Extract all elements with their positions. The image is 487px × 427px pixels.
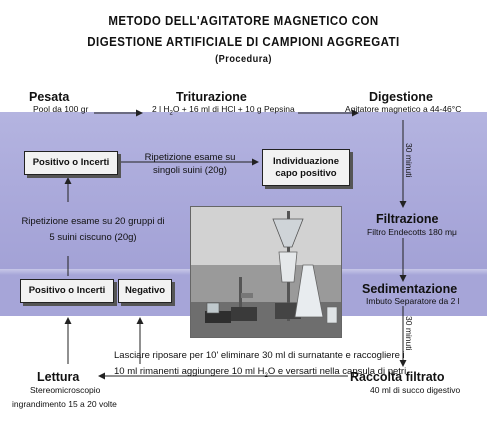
note-riposo-1: Lasciare riposare per 10' eliminare 30 m… [114,350,405,361]
box-positivo-incerti-top: Positivo o Incerti [24,151,118,175]
step-triturazione-label: Triturazione [176,90,247,104]
step-raccolta-detail: 40 ml di succo digestivo [370,385,461,395]
step-lettura-detail-1: Stereomicroscopio [30,385,101,395]
note-ripetizione-gruppi-1: Ripetizione esame su 20 gruppi di [21,216,165,227]
step-digestione-detail: Agitatore magnetico a 44-46°C [345,104,462,114]
step-raccolta-label: Raccolta filtrato [350,370,445,384]
timing-label-2: 30 minuti [404,316,414,351]
step-sedimentazione-detail: Imbuto Separatore da 2 l [366,296,460,306]
step-pesata-detail: Pool da 100 gr [33,104,89,114]
step-sedimentazione-label: Sedimentazione [362,282,458,296]
step-lettura-detail-2: ingrandimento 15 a 20 volte [12,399,117,409]
note-ripetizione-gruppi-2: 5 suini ciscuno (20g) [49,232,137,243]
box-positivo-incerti-bottom: Positivo o Incerti [20,279,114,303]
box-negativo: Negativo [118,279,172,303]
title-line-2: DIGESTIONE ARTIFICIALE DI CAMPIONI AGGRE… [87,35,400,49]
box-individuazione-capo-positivo: Individuazione capo positivo [262,149,350,186]
step-filtrazione-detail: Filtro Endecotts 180 mμ [367,227,457,237]
step-digestione-label: Digestione [369,90,433,104]
title-line-3: (Procedura) [215,54,272,65]
title-line-1: METODO DELL'AGITATORE MAGNETICO CON [108,14,379,28]
step-triturazione-detail: 2 l H2O + 16 ml di HCl + 10 g Pepsina [152,104,295,117]
step-pesata-label: Pesata [29,90,70,104]
step-filtrazione-label: Filtrazione [376,212,439,226]
step-lettura-label: Lettura [37,370,80,384]
timing-label-1: 30 minuti [404,143,414,178]
note-ripetizione-singoli: Ripetizione esame su singoli suini (20g) [144,152,236,176]
note-riposo-2: 10 ml rimanenti aggiungere 10 ml H2O e v… [114,366,407,379]
lab-equipment-photo [190,206,342,338]
